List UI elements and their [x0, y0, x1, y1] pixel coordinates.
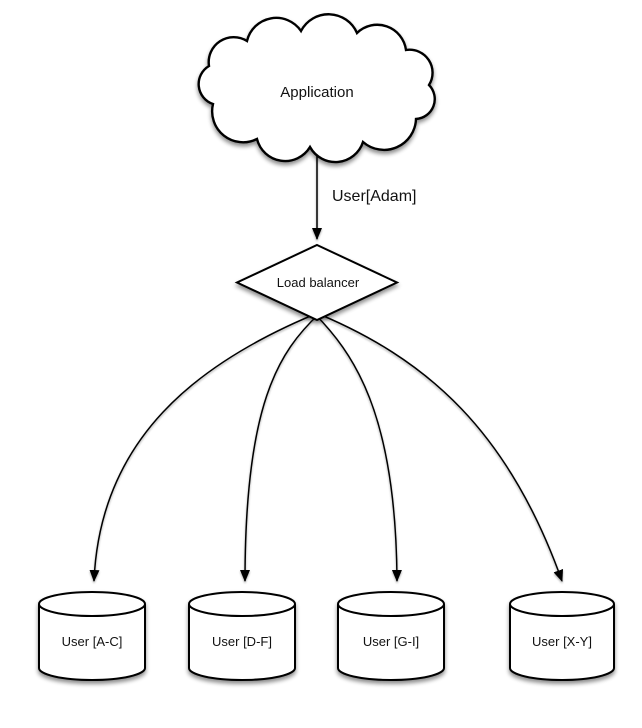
edge-load-balancer-to-shard-d-f	[240, 312, 321, 582]
node-label-shard-g-i: User [G-I]	[363, 634, 419, 649]
cylinder-rim	[188, 603, 296, 617]
node-shard-a-c: User [A-C]	[38, 591, 146, 681]
node-label-shard-a-c: User [A-C]	[62, 634, 123, 649]
cylinder-rim	[337, 603, 445, 617]
cylinder-rim	[38, 603, 146, 617]
node-shard-g-i: User [G-I]	[337, 591, 445, 681]
node-label-shard-d-f: User [D-F]	[212, 634, 272, 649]
node-label-shard-x-y: User [X-Y]	[532, 634, 592, 649]
node-shard-d-f: User [D-F]	[188, 591, 296, 681]
node-load-balancer: Load balancer	[234, 243, 400, 322]
edge-load-balancer-to-shard-g-i	[313, 312, 402, 582]
diamond-shape	[234, 243, 400, 322]
edge-label-user-adam: User[Adam]	[332, 188, 416, 205]
edge-load-balancer-to-shard-x-y	[308, 309, 564, 582]
node-shard-x-y: User [X-Y]	[509, 591, 615, 681]
cylinder-rim	[509, 603, 615, 617]
node-label-load-balancer: Load balancer	[277, 275, 360, 290]
cloud-shape	[197, 13, 436, 164]
edge-load-balancer-to-shard-a-c	[89, 309, 326, 582]
node-application: Application	[197, 13, 436, 164]
node-label-application: Application	[280, 84, 353, 101]
